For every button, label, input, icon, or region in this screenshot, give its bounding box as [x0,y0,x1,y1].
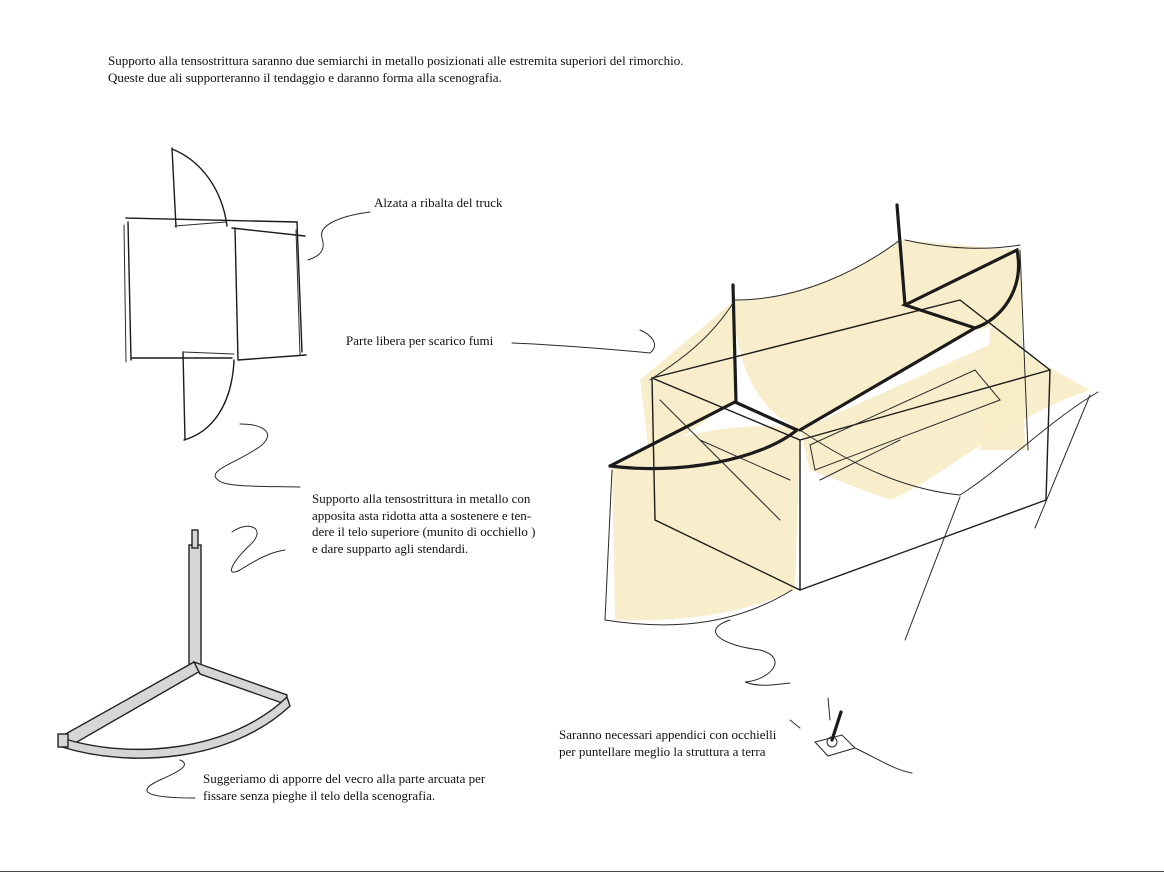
label-suggeriamo-line-2: fissare senza pieghe il telo della sceno… [203,787,436,803]
truck-perspective-sketch [604,203,1099,774]
intro-text: Supporto alla tensostrittura saranno due… [108,53,748,86]
intro-line-2: Queste due ali supporteranno il tendaggi… [108,69,502,85]
label-parte-libera: Parte libera per scarico fumi [346,333,494,348]
label-supporto: Supporto alla tensostrittura in metallo … [312,491,557,557]
label-saranno-line-1: Saranno necessari appendici con occhiell… [559,727,777,742]
label-saranno: Saranno necessari appendici con occhiell… [559,727,799,760]
label-supporto-line-4: e dare supparto agli stendardi. [312,540,469,556]
label-supporto-line-2: apposita asta ridotta atta a sostenere e… [312,507,532,523]
intro-line-1: Supporto alla tensostrittura saranno due… [108,53,684,68]
label-suggeriamo: Suggeriamo di apporre del vecro alla par… [203,771,513,804]
label-supporto-line-1: Supporto alla tensostrittura in metallo … [312,491,531,506]
bottom-rule [0,871,1164,872]
label-supporto-line-3: dere il telo superiore (munito di occhie… [312,524,536,539]
metal-frame-sketch [57,525,291,799]
plan-view-sketch [123,147,655,488]
label-alzata: Alzata a ribalta del truck [374,195,503,210]
label-suggeriamo-line-1: Suggeriamo di apporre del vecro alla par… [203,771,486,786]
label-saranno-line-2: per puntellare meglio la struttura a ter… [559,743,766,759]
